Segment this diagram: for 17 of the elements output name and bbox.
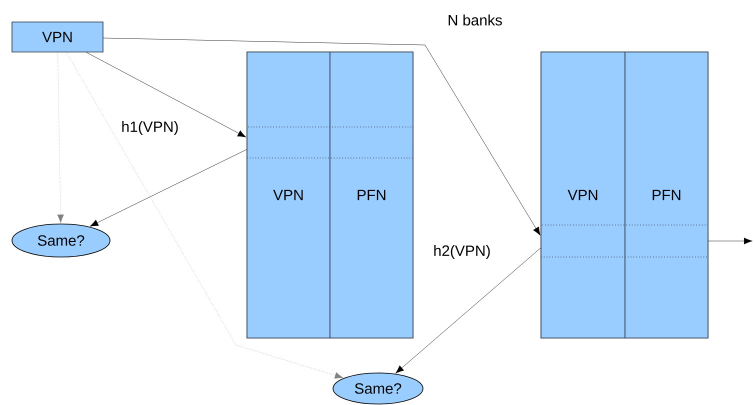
bank-count-label: N banks <box>448 14 502 26</box>
table-column: PFN <box>624 52 708 338</box>
table-column: VPN <box>540 52 626 338</box>
slot-row <box>540 224 708 258</box>
arrow <box>708 238 752 244</box>
vpn-box: VPN <box>12 22 104 52</box>
hash-label: h2(VPN) <box>434 245 490 259</box>
arrow <box>395 248 541 374</box>
arrow <box>57 52 64 223</box>
slot-row <box>246 126 414 158</box>
arrow <box>90 149 247 226</box>
arrow <box>86 52 246 138</box>
arrow <box>66 52 344 379</box>
table-column: VPN <box>246 52 330 338</box>
arrow <box>103 38 540 236</box>
table-column: PFN <box>330 52 414 338</box>
hash-label: h1(VPN) <box>122 121 178 135</box>
